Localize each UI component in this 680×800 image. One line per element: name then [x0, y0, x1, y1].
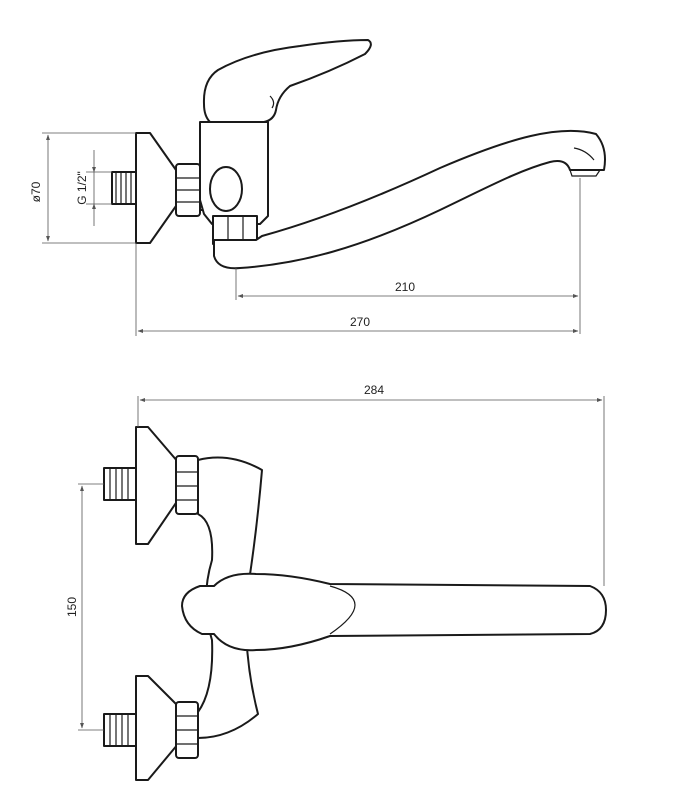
hex-nut-top-upper — [175, 455, 199, 515]
dimension-thread: G 1/2" — [75, 150, 112, 226]
dimension-inlet-spacing: 150 — [65, 483, 104, 731]
dimension-overall-length: 284 — [137, 383, 605, 586]
spout-reach-label: 210 — [395, 280, 415, 294]
spout-side — [213, 129, 606, 270]
threaded-inlet-side — [111, 171, 137, 205]
wall-flange-top-lower — [135, 675, 179, 781]
diameter-label: ø70 — [29, 181, 43, 202]
top-view: 284 150 — [65, 383, 607, 781]
hex-nut-side — [175, 163, 201, 217]
lever-handle-top — [181, 572, 607, 652]
lever-handle-side — [202, 39, 372, 123]
side-view: ø70 G 1/2" 210 270 — [29, 39, 606, 336]
overall-length-label: 284 — [364, 383, 384, 397]
dimension-diameter: ø70 — [29, 132, 136, 244]
inlet-spacing-label: 150 — [65, 597, 79, 617]
dimension-overall-reach: 270 — [135, 243, 579, 336]
threaded-inlet-top-upper — [103, 467, 137, 501]
hex-nut-top-lower — [175, 701, 199, 759]
wall-flange-top-upper — [135, 426, 179, 545]
overall-reach-label: 270 — [350, 315, 370, 329]
thread-label: G 1/2" — [75, 171, 89, 205]
threaded-inlet-top-lower — [103, 713, 137, 747]
wall-flange-side — [135, 132, 177, 244]
dimension-spout-reach: 210 — [235, 178, 581, 334]
